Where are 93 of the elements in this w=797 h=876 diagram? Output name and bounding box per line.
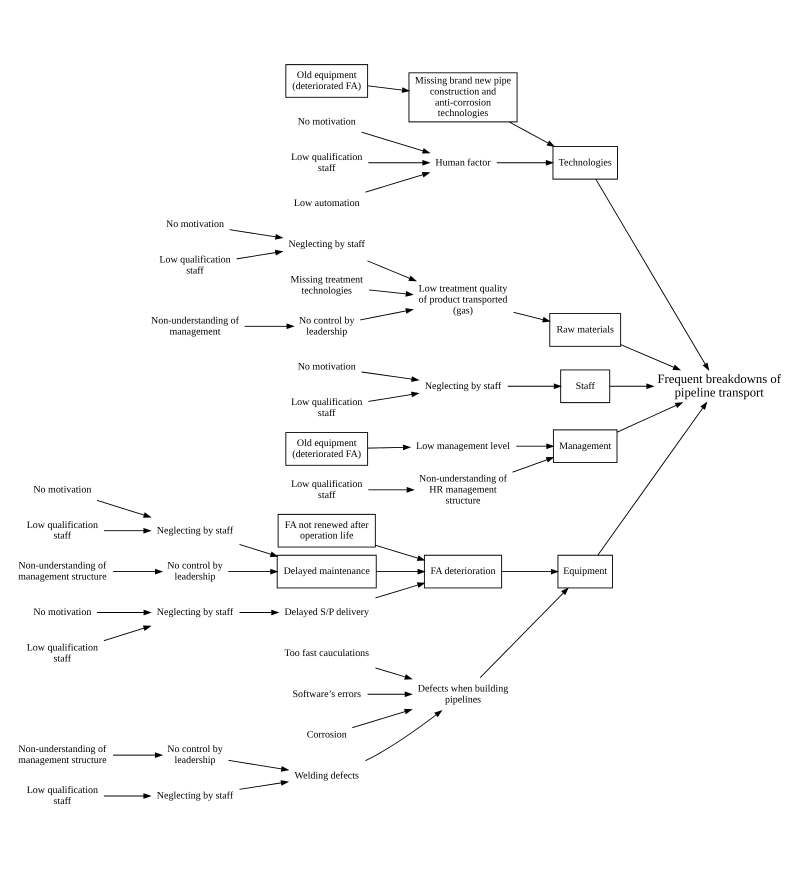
node-text: Neglecting by staff xyxy=(156,606,234,618)
arrow xyxy=(595,178,710,370)
node-text: Low qualification staff xyxy=(291,396,362,419)
node-text: Non-understanding of management xyxy=(151,314,239,337)
node-text: Low qualification staff xyxy=(26,642,98,664)
node-text: Defects when building pipelines xyxy=(418,682,508,705)
arrow xyxy=(367,690,413,697)
node-text: No motivation xyxy=(298,361,356,372)
arrow xyxy=(112,752,164,758)
node-text: Low automation xyxy=(294,198,360,209)
arrow xyxy=(364,709,442,761)
node-text: Neglecting by staff xyxy=(156,524,234,536)
node-box: Staff xyxy=(560,368,610,403)
arrow xyxy=(620,344,682,370)
arrow xyxy=(367,84,410,92)
node-text: Non-understanding of management structure xyxy=(18,744,107,766)
arrow xyxy=(374,544,426,560)
arrow xyxy=(368,486,415,492)
arrow xyxy=(368,288,414,296)
node-text: Corrosion xyxy=(306,729,347,740)
arrow xyxy=(516,442,555,449)
arrow xyxy=(352,708,413,728)
arrow xyxy=(512,456,554,472)
node-box: Equipment xyxy=(558,554,613,588)
node-text: Non-understanding of HR management structure xyxy=(419,472,507,506)
arrow xyxy=(103,624,152,641)
arrow xyxy=(508,120,556,146)
arrow xyxy=(616,402,684,432)
arrow xyxy=(361,131,431,154)
node-text: Software’s errors xyxy=(292,688,361,700)
node-text: Low qualification staff xyxy=(291,478,362,500)
arrow xyxy=(244,322,295,329)
arrow xyxy=(609,382,655,389)
node-text: Neglecting by staff xyxy=(424,380,502,392)
arrow xyxy=(374,666,413,680)
node-text: Low qualification staff xyxy=(26,784,98,807)
arrow xyxy=(360,308,414,320)
arrow xyxy=(365,172,430,192)
arrow xyxy=(368,391,420,402)
node-text: Low qualification staff xyxy=(26,519,98,542)
node-box: Delayed maintenance xyxy=(276,554,377,588)
arrow xyxy=(507,382,562,389)
arrow xyxy=(361,371,420,382)
node-text: No motivation xyxy=(166,218,224,230)
arrow xyxy=(374,582,426,598)
node-text: No motivation xyxy=(33,484,92,495)
node-text: No control by leadership xyxy=(298,314,354,337)
node-text: Too fast cauculations xyxy=(284,647,370,658)
arrow xyxy=(367,444,412,450)
arrow xyxy=(112,568,164,574)
arrow xyxy=(597,401,708,556)
node-box: Technologies xyxy=(552,145,618,180)
node-box: Old equipment (deteriorated FA) xyxy=(285,64,368,98)
node-text: Low management level xyxy=(416,440,510,452)
node-text: Low treatment quality of product transported (gas) xyxy=(418,283,508,316)
node-text: Low qualification staff xyxy=(159,254,231,276)
arrow xyxy=(513,311,551,322)
arrow xyxy=(239,609,280,615)
arrow xyxy=(103,527,152,534)
arrow xyxy=(228,759,290,772)
arrow xyxy=(368,159,431,166)
node-text: Non-understanding of management structure xyxy=(18,560,107,582)
arrow xyxy=(239,544,278,556)
node-box: Management xyxy=(552,428,618,463)
node-text: No motivation xyxy=(298,116,356,127)
node-text: Missing treatment technologies xyxy=(290,274,363,296)
node-text: Delayed S/P delivery xyxy=(284,606,369,618)
arrow xyxy=(229,228,284,240)
arrow xyxy=(501,568,560,574)
node-box: Raw materials xyxy=(549,312,622,346)
arrow xyxy=(366,260,418,281)
node-text: Human factor xyxy=(435,156,491,168)
node-box: Missing brand new pipe construction and anti-corrosion technologies xyxy=(408,72,518,122)
arrow xyxy=(376,568,426,574)
arrow xyxy=(239,780,290,790)
arrow xyxy=(480,586,569,678)
node-text: No control by leadership xyxy=(167,744,223,766)
node-text: Welding defects xyxy=(294,770,359,782)
arrow xyxy=(496,159,554,166)
node-text: No motivation xyxy=(33,606,92,618)
arrow xyxy=(103,792,152,798)
node-box: FA deterioration xyxy=(424,554,502,588)
node-text: Low qualification staff xyxy=(291,151,362,174)
arrow xyxy=(96,499,152,518)
node-box: Old equipment (deteriorated FA) xyxy=(285,432,368,466)
node-text: Neglecting by staff xyxy=(156,790,234,802)
arrow xyxy=(236,249,284,259)
node-text: Neglecting by staff xyxy=(288,238,365,250)
arrow xyxy=(96,609,152,615)
node-text: No control by leadership xyxy=(167,560,223,582)
node-box: FA not renewed after operation life xyxy=(278,513,376,548)
arrow xyxy=(228,568,278,574)
node-text: Frequent breakdowns of pipeline transport xyxy=(657,371,781,399)
